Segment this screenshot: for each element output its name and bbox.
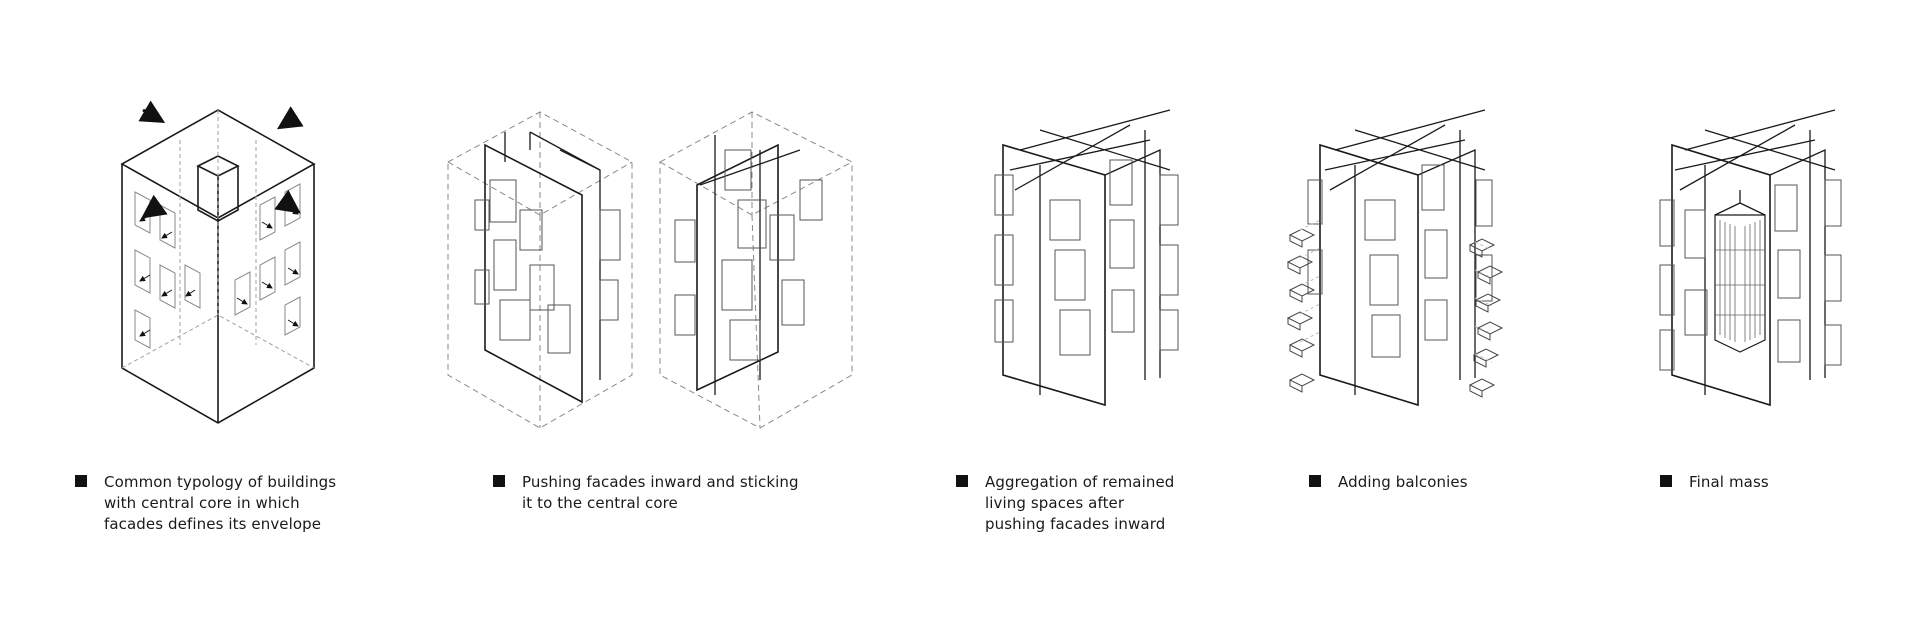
step-3-aggregation-drawing (994, 109, 1179, 407)
caption-line: Aggregation of remained (985, 473, 1175, 491)
step-5-final-mass-drawing (1659, 109, 1842, 407)
caption-bullet (75, 475, 87, 487)
caption-line: Adding balconies (1338, 473, 1468, 491)
caption-line: Pushing facades inward and sticking (522, 473, 799, 491)
caption-line: it to the central core (522, 494, 678, 512)
caption-step-5: Final mass (1660, 472, 1769, 493)
caption-bullet (1660, 475, 1672, 487)
caption-line: living spaces after (985, 494, 1125, 512)
caption-step-1: Common typology of buildings with centra… (75, 472, 336, 535)
caption-line: with central core in which (104, 494, 300, 512)
caption-line: pushing facades inward (985, 515, 1166, 533)
caption-line: Final mass (1689, 473, 1769, 491)
caption-bullet (493, 475, 505, 487)
step-4-balconies-drawing (1286, 109, 1504, 407)
step-2-facade-drawing (447, 111, 853, 429)
caption-step-4: Adding balconies (1309, 472, 1468, 493)
step-1-box-drawing (120, 100, 316, 424)
caption-step-2: Pushing facades inward and sticking it t… (493, 472, 799, 514)
caption-bullet (1309, 475, 1321, 487)
caption-bullet (956, 475, 968, 487)
caption-step-3: Aggregation of remained living spaces af… (956, 472, 1174, 535)
caption-line: Common typology of buildings (104, 473, 337, 491)
caption-line: facades defines its envelope (104, 515, 322, 533)
